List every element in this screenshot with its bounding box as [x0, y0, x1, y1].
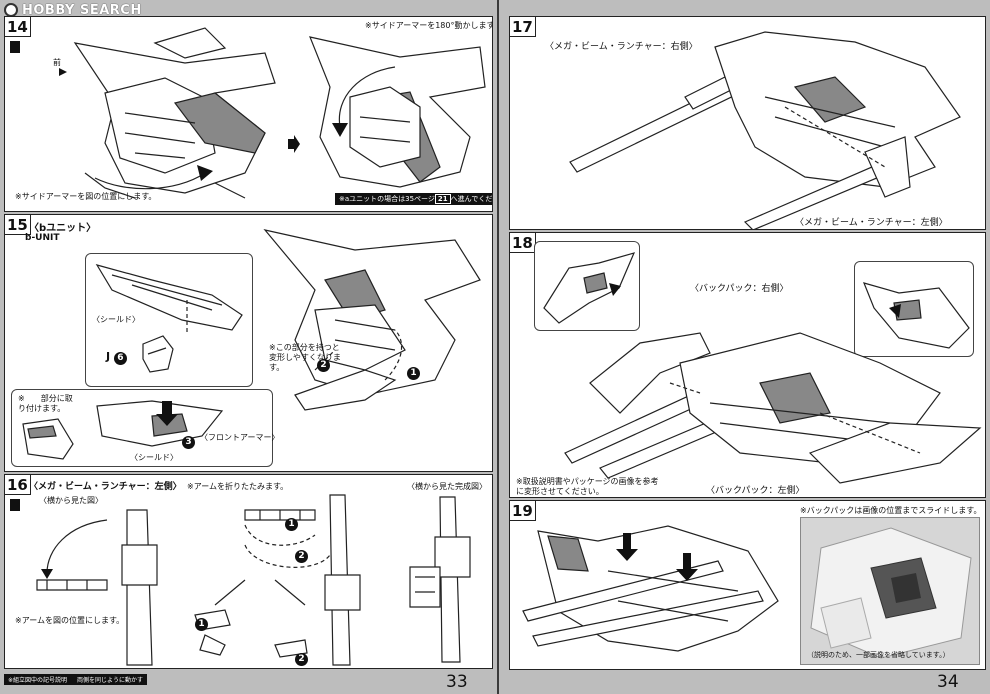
slide-note: ※バックパックは画像の位置までスライドします。 — [800, 506, 982, 515]
launcher-complete-illustration — [409, 496, 471, 663]
a-unit-reference-note: ※aユニットの場合は35ページ21へ進んでください。 — [335, 193, 493, 205]
launcher-left-title: 〈メガ・ビーム・ランチャー：左側〉 — [29, 482, 182, 492]
step-19-panel: 19 ※バックパックは画像の位置までスライドします。 （説明のため、一部画像を省… — [509, 500, 986, 670]
b-unit-subtitle: b-UNIT — [25, 233, 60, 243]
part-j6-illustration — [142, 335, 174, 373]
mech-b-unit-illustration — [263, 229, 481, 411]
b-unit-title: 〈bユニット〉 — [29, 223, 97, 234]
backpack-left-label: 〈バックパック：左側〉 — [706, 486, 805, 496]
symbol-legend: ※組立図中の記号説明 両側を同じように動かす — [4, 674, 147, 685]
step-number: 19 — [510, 501, 536, 521]
shield-detail-box: 〈シールド〉 J 6 — [85, 253, 253, 387]
side-armor-rotate-note: ※サイドアーマーを180°動かします。 — [365, 21, 493, 30]
step-14-panel: 14 前 ※サイドアーマーを図の位置にします。 ※サイドアーマーを180°動かし… — [4, 16, 493, 212]
ref-suffix: へ進んでください。 — [450, 195, 493, 203]
backpack-left-detail-illustration — [862, 282, 970, 349]
step-number: 16 — [5, 475, 31, 495]
launcher-right-label: 〈メガ・ビーム・ランチャー：右側〉 — [545, 42, 698, 52]
hold-here-note: ※この部分を持つと変形しやすくなります。 — [269, 343, 341, 372]
next-arrow-icon — [288, 135, 300, 153]
launcher-left-label: 〈メガ・ビーム・ランチャー：左側〉 — [795, 218, 948, 228]
step-17-panel: 17 〈メガ・ビーム・ランチャー：右側〉 〈メガ・ビーム・ランチャー：左側〉 — [509, 16, 986, 230]
backpack-right-detail-box — [534, 241, 640, 331]
arm-fold-illustration — [194, 494, 361, 666]
backpack-left-detail-box — [854, 261, 974, 357]
backpack-right-detail-illustration — [543, 252, 636, 324]
step-number: 15 — [5, 215, 31, 235]
detail-step-2: 2 — [295, 653, 308, 666]
manual-page-left: HOBBY SEARCH 14 前 ※サイドアーマーを図の位置にします。 ※サイ… — [0, 0, 497, 694]
page-number-left: 33 — [446, 672, 468, 692]
shield-label-2: 〈シールド〉 — [130, 453, 178, 462]
mech-side-armor-after-illustration — [309, 36, 486, 188]
side-armor-position-note: ※サイドアーマーを図の位置にします。 — [15, 192, 157, 201]
detail-step-1: 1 — [195, 618, 208, 631]
part-code: J 6 — [106, 350, 127, 365]
lock-icon — [10, 499, 20, 511]
step-number: 17 — [510, 17, 536, 37]
fold-arm-note: ※アームを折りたたみます。 — [187, 482, 289, 491]
hobbysearch-logo-icon — [4, 3, 18, 17]
mech-backpack-slide-illustration — [522, 525, 779, 652]
step-marker-2: 2 — [317, 359, 330, 372]
launcher-side-view-illustration — [36, 509, 158, 666]
watermark-text: HOBBY SEARCH — [22, 2, 142, 18]
step-18-panel: 18 〈バックパック：右側〉 ※取 — [509, 232, 986, 498]
backpack-right-label: 〈バックパック：右側〉 — [690, 284, 789, 294]
direction-arrow-icon — [47, 68, 67, 76]
step-marker-1: 1 — [407, 367, 420, 380]
shield-label: 〈シールド〉 — [92, 315, 140, 324]
mech-backpacks-illustration — [564, 332, 982, 484]
part-number-badge: 6 — [113, 352, 127, 365]
legend-left: ※組立図中の記号説明 — [8, 677, 68, 684]
front-armor-small-illustration — [22, 418, 74, 460]
mech-side-armor-before-illustration — [73, 27, 276, 199]
part-letter: J — [106, 350, 111, 363]
fold-step-2: 2 — [295, 550, 308, 563]
manual-page-right: 17 〈メガ・ビーム・ランチャー：右側〉 〈メガ・ビーム・ランチャー：左側〉 1… — [499, 0, 990, 694]
front-armor-shield-illustration — [96, 400, 224, 447]
front-armor-detail-box: ※ 部分に取り付けます。 3 〈フロントアーマー〉 〈シールド〉 — [11, 389, 280, 467]
step-number: 18 — [510, 233, 536, 253]
direction-label: 前 — [53, 58, 61, 67]
step-16-panel: 16 〈メガ・ビーム・ランチャー：左側〉 〈横から見た図〉 ※アームを図の位置に… — [4, 474, 493, 669]
photo-caption: （説明のため、一部画像を省略しています。） — [807, 651, 950, 659]
shield-part-illustration — [95, 264, 243, 335]
mech-launchers-illustration — [569, 31, 961, 229]
transform-reference-note: ※取扱説明書やパッケージの画像を参考に変形させてください。 — [516, 477, 659, 496]
lock-icon — [10, 41, 20, 53]
arm-position-note: ※アームを図の位置にします。 — [15, 616, 125, 625]
attach-location-note: ※ 部分に取り付けます。 — [18, 394, 73, 413]
legend-right: 両側を同じように動かす — [76, 677, 143, 684]
step-number: 14 — [5, 17, 31, 37]
fold-step-1: 1 — [285, 518, 298, 531]
front-armor-label: 〈フロントアーマー〉 — [200, 433, 280, 442]
ref-step: 21 — [434, 194, 451, 204]
page-number-right: 34 — [937, 672, 959, 692]
side-view-label: 〈横から見た図〉 — [39, 496, 103, 505]
photo-mech-illustration — [810, 527, 972, 659]
step-marker-3: 3 — [182, 436, 195, 449]
backpack-slide-photo: （説明のため、一部画像を省略しています。） — [800, 517, 980, 665]
ref-prefix: ※aユニットの場合は35ページ — [339, 195, 435, 203]
complete-side-view-label: 〈横から見た完成図〉 — [407, 482, 487, 491]
step-15-panel: 15 〈bユニット〉 b-UNIT 〈シールド〉 J 6 — [4, 214, 493, 472]
